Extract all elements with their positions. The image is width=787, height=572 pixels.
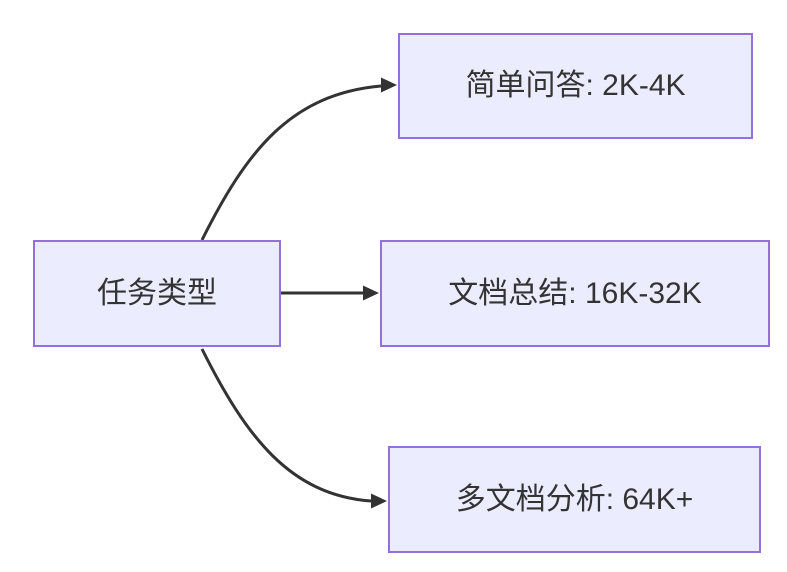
node-doc-summary: 文档总结: 16K-32K [380, 240, 770, 347]
node-task-type: 任务类型 [33, 240, 281, 347]
node-multi-doc-label: 多文档分析: 64K+ [455, 482, 694, 516]
node-simple-qa: 简单问答: 2K-4K [398, 33, 753, 139]
arrowhead-icon [371, 493, 387, 509]
arrowhead-icon [381, 77, 397, 93]
node-doc-summary-label: 文档总结: 16K-32K [448, 276, 702, 310]
edge-task-type-to-multi-doc [200, 348, 372, 503]
arrowhead-icon [363, 285, 379, 301]
node-task-type-label: 任务类型 [97, 276, 217, 310]
node-multi-doc: 多文档分析: 64K+ [388, 446, 761, 553]
node-simple-qa-label: 简单问答: 2K-4K [465, 69, 686, 102]
edge-task-type-to-simple-qa [200, 84, 382, 241]
